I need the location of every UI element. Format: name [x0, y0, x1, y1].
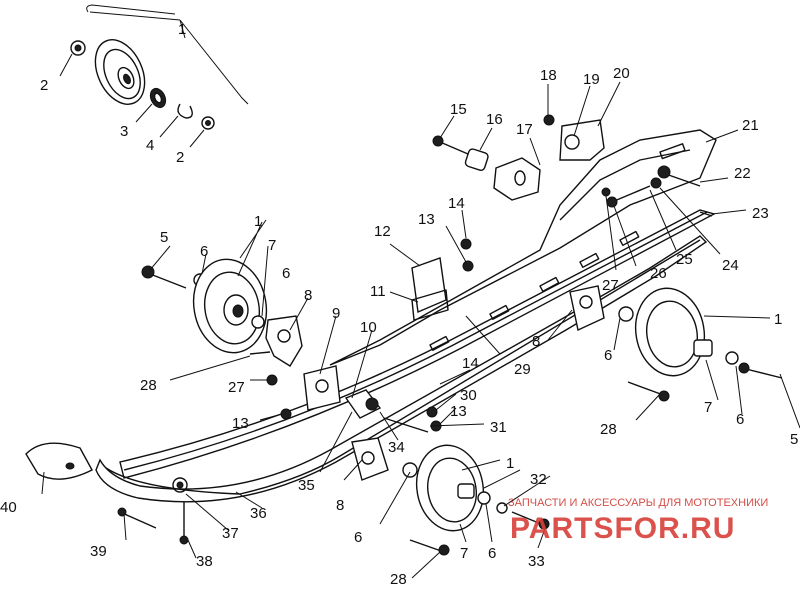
callout-label: 14 [462, 355, 479, 372]
wheel-assembly-front [141, 258, 303, 386]
callout-label: 1 [178, 21, 186, 38]
callout-label: 18 [540, 67, 557, 84]
shock-mount-hardware [432, 114, 713, 217]
rail-bracket-hardware [411, 238, 474, 321]
callout-label: 39 [90, 543, 107, 560]
callout-label: 31 [490, 419, 507, 436]
callout-label: 28 [390, 571, 407, 588]
bolt-part [201, 116, 215, 130]
callout-label: 1 [506, 455, 514, 472]
callout-label: 15 [450, 101, 467, 118]
callout-label: 10 [360, 319, 377, 336]
callout-labels: 1 2 3 4 2 18 19 20 15 16 17 21 22 23 14 … [0, 21, 798, 588]
callout-label: 28 [600, 421, 617, 438]
callout-label: 28 [140, 377, 157, 394]
callout-label: 35 [298, 477, 315, 494]
callout-label: 6 [604, 347, 612, 364]
callout-label: 7 [460, 545, 468, 562]
callout-label: 5 [790, 431, 798, 448]
leader-lines [41, 81, 800, 579]
callout-label: 27 [228, 379, 245, 396]
callout-label: 6 [354, 529, 362, 546]
callout-label: 40 [0, 499, 17, 516]
wheel-kit-exploded [59, 4, 249, 148]
callout-label: 24 [722, 257, 739, 274]
callout-label: 26 [650, 265, 667, 282]
wheel-assembly-rear [569, 285, 783, 402]
callout-label: 22 [734, 165, 751, 182]
callout-label: 2 [40, 77, 48, 94]
callout-label: 13 [232, 415, 249, 432]
callout-label: 38 [196, 553, 213, 570]
callout-label: 16 [486, 111, 503, 128]
watermark: ЗАПЧАСТИ И АКСЕССУАРЫ ДЛЯ МОТОТЕХНИКИ PA… [508, 497, 768, 545]
callout-label: 8 [336, 497, 344, 514]
pivot-assembly [280, 365, 442, 433]
callout-label: 19 [583, 71, 600, 88]
callout-label: 1 [774, 311, 782, 328]
callout-label: 11 [370, 283, 386, 300]
callout-label: 9 [332, 305, 340, 322]
callout-label: 13 [418, 211, 435, 228]
callout-label: 6 [282, 265, 290, 282]
bearing-part [149, 87, 167, 109]
rail-tip-hardware [25, 442, 189, 545]
callout-label: 5 [160, 229, 168, 246]
callout-label: 2 [176, 149, 184, 166]
callout-label: 6 [736, 411, 744, 428]
callout-label: 7 [268, 237, 276, 254]
watermark-caption: ЗАПЧАСТИ И АКСЕССУАРЫ ДЛЯ МОТОТЕХНИКИ [508, 497, 768, 509]
callout-label: 17 [516, 121, 533, 138]
callout-label: 4 [146, 137, 154, 154]
callout-label: 27 [602, 277, 619, 294]
snap-ring-part [177, 103, 193, 119]
callout-label: 14 [448, 195, 465, 212]
callout-label: 21 [742, 117, 759, 134]
callout-label: 30 [460, 387, 477, 404]
callout-label: 36 [250, 505, 267, 522]
bolt-part [70, 40, 86, 56]
callout-label: 25 [676, 251, 693, 268]
callout-label: 3 [120, 123, 128, 140]
watermark-logo: PARTSFOR.RU [510, 512, 735, 545]
callout-label: 6 [488, 545, 496, 562]
idler-wheel-part [94, 39, 146, 105]
callout-label: 34 [388, 439, 405, 456]
callout-label: 23 [752, 205, 769, 222]
callout-label: 29 [514, 361, 531, 378]
callout-label: 37 [222, 525, 239, 542]
callout-label: 8 [532, 333, 540, 350]
callout-label: 20 [613, 65, 630, 82]
callout-label: 8 [304, 287, 312, 304]
callout-label: 32 [530, 471, 547, 488]
callout-label: 13 [450, 403, 467, 420]
rail-slots [429, 143, 686, 351]
callout-label: 33 [528, 553, 545, 570]
callout-label: 12 [374, 223, 391, 240]
callout-label: 1 [254, 213, 262, 230]
callout-label: 7 [704, 399, 712, 416]
callout-label: 6 [200, 243, 208, 260]
